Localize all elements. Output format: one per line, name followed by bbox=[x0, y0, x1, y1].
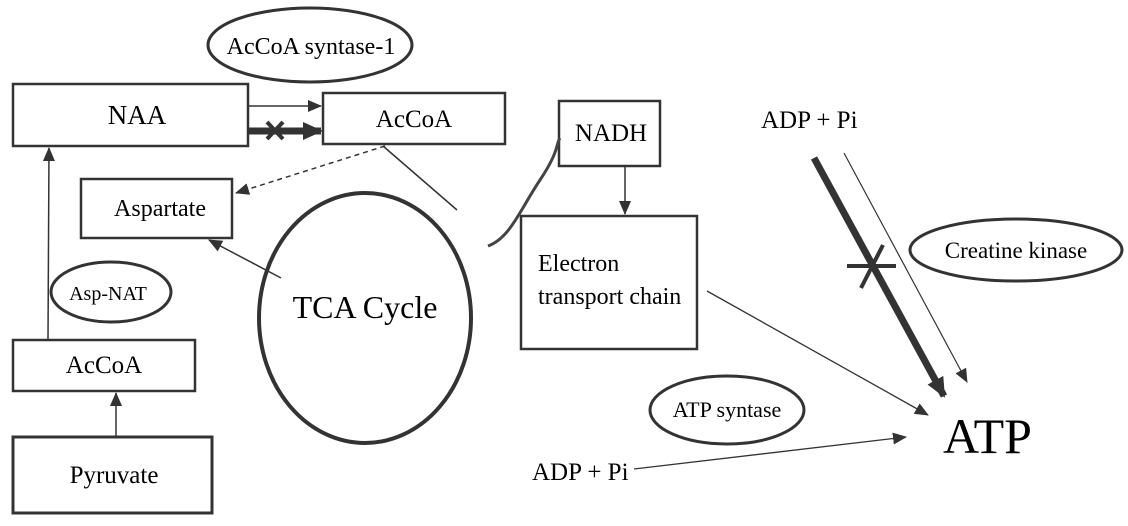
atp-syntase-label: ATP syntase bbox=[673, 397, 782, 422]
block-x-icon bbox=[265, 120, 285, 141]
pyruvate-label: Pyruvate bbox=[70, 462, 159, 489]
asp-nat-enzyme: Asp-NAT bbox=[49, 260, 173, 324]
etc-label-line1: Electron bbox=[538, 251, 619, 277]
creatine-kinase-enzyme: Creatine kinase bbox=[908, 217, 1124, 283]
accoa-syntase-enzyme: AcCoA syntase-1 bbox=[206, 6, 414, 84]
adp-pi-bottom-label: ADP + Pi bbox=[532, 459, 629, 486]
atp-syntase-enzyme: ATP syntase bbox=[648, 374, 806, 446]
edge-adp-to-atp-thin bbox=[843, 152, 968, 383]
nadh-node: NADH bbox=[557, 99, 662, 168]
pyruvate-node: Pyruvate bbox=[11, 435, 214, 515]
edge-etc-to-atp bbox=[706, 290, 929, 416]
accoa-syntase-label: AcCoA syntase-1 bbox=[227, 34, 396, 60]
edge-adp-bottom-to-atp bbox=[633, 432, 907, 470]
block-x-icon bbox=[847, 244, 896, 289]
nadh-label: NADH bbox=[575, 120, 647, 147]
edge-accoa-to-naa bbox=[42, 147, 55, 341]
asp-nat-label: Asp-NAT bbox=[69, 283, 147, 305]
tca-cycle-node: TCA Cycle bbox=[257, 191, 473, 445]
edge-accoa-to-aspartate-dashed bbox=[235, 145, 386, 195]
edge-tca-to-nadh bbox=[487, 137, 562, 248]
edge-adp-to-atp-thick bbox=[810, 156, 948, 398]
tca-cycle-label: TCA Cycle bbox=[293, 289, 438, 325]
edge-tca-to-aspartate bbox=[208, 239, 282, 279]
etc-node: Electron transport chain bbox=[519, 214, 699, 351]
naa-node: NAA bbox=[11, 82, 250, 148]
creatine-kinase-label: Creatine kinase bbox=[945, 238, 1087, 263]
naa-label: NAA bbox=[108, 100, 167, 130]
etc-label-line2: transport chain bbox=[538, 284, 681, 310]
adp-pi-top-label: ADP + Pi bbox=[761, 107, 858, 134]
aspartate-node: Aspartate bbox=[79, 177, 234, 240]
aspartate-label: Aspartate bbox=[114, 196, 206, 222]
accoa-bottom-label: AcCoA bbox=[66, 352, 142, 379]
atp-label: ATP bbox=[943, 408, 1032, 464]
accoa-top-label: AcCoA bbox=[376, 106, 452, 133]
edge-accoa-to-tca bbox=[382, 145, 458, 211]
accoa-top-node: AcCoA bbox=[321, 91, 507, 146]
accoa-bottom-node: AcCoA bbox=[11, 338, 197, 393]
